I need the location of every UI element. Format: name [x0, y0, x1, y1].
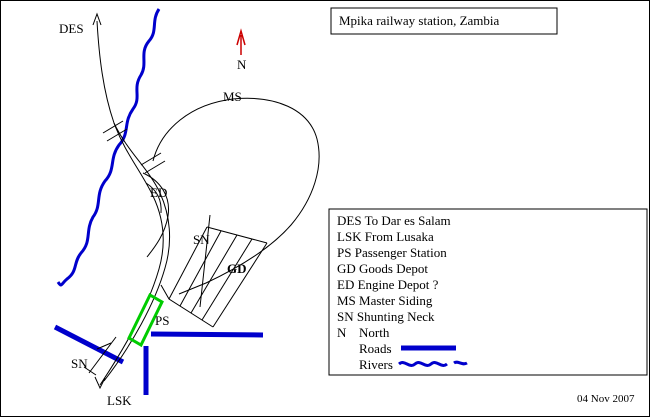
engine-depot-loop [142, 172, 170, 258]
compass-label: N [237, 57, 247, 72]
road-horizontal [150, 331, 264, 338]
shunting-neck-lower [83, 336, 117, 376]
sn-lower-tick-2 [96, 342, 112, 350]
label-lsk: LSK [107, 393, 132, 408]
north-arrow-icon [236, 28, 246, 55]
legend-north-label: North [359, 325, 390, 340]
label-gd: GD [227, 261, 247, 276]
legend-river-sample [398, 361, 448, 367]
legend-entry-sn: SN Shunting Neck [337, 309, 435, 324]
engine-depot-siding [145, 182, 162, 214]
legend-river-sample-2 [453, 360, 468, 366]
crossing-ticks-upper [102, 120, 166, 174]
compass: N [236, 28, 247, 72]
second-track [103, 122, 170, 382]
roads [53, 324, 264, 395]
sn-lower-stub [88, 336, 117, 374]
sn-lower-tick-1 [83, 366, 97, 376]
legend-entry-des: DES To Dar es Salam [337, 213, 451, 228]
label-sn-lower: SN [71, 356, 88, 371]
date-stamp: 04 Nov 2007 [577, 393, 635, 405]
gd-siding-4 [201, 238, 253, 321]
gd-siding-2 [179, 230, 222, 307]
map-title: Mpika railway station, Zambia [339, 13, 500, 28]
map-labels: DES MS ED SN GD PS SN LSK [59, 21, 247, 408]
lsk-arrowhead [94, 376, 106, 390]
legend-rivers-label: Rivers [359, 357, 393, 372]
gd-siding-5 [212, 242, 268, 328]
road-diagonal [53, 324, 125, 365]
label-ps: PS [155, 313, 169, 328]
river [56, 8, 161, 287]
goods-depot-sidings [160, 226, 268, 328]
legend-north-key: N [337, 325, 347, 340]
legend-entry-ed: ED Engine Depot ? [337, 277, 439, 292]
title-box-border [330, 7, 558, 35]
railway-tracks [83, 12, 320, 390]
label-ed: ED [150, 185, 167, 200]
station-building [127, 292, 164, 348]
master-siding-loop [152, 97, 320, 295]
label-ms: MS [223, 89, 242, 104]
main-line [96, 20, 164, 386]
passenger-station-rect [127, 292, 164, 348]
legend-entry-gd: GD Goods Depot [337, 261, 428, 276]
gd-ladder [160, 284, 214, 328]
legend-entry-ms: MS Master Siding [337, 293, 433, 308]
label-sn-upper: SN [193, 232, 210, 247]
legend-roads-label: Roads [359, 341, 392, 356]
legend-box-border [328, 208, 648, 376]
gd-siding-1 [168, 226, 208, 300]
river-path [56, 8, 161, 287]
legend: DES To Dar es Salam LSK From Lusaka PS P… [328, 208, 648, 376]
des-arrowhead [92, 12, 102, 26]
legend-entry-ps: PS Passenger Station [337, 245, 447, 260]
label-des: DES [59, 21, 84, 36]
title-box: Mpika railway station, Zambia [330, 7, 558, 35]
gd-top-connector [206, 226, 268, 244]
gd-siding-3 [190, 234, 238, 314]
legend-entry-lsk: LSK From Lusaka [337, 229, 434, 244]
